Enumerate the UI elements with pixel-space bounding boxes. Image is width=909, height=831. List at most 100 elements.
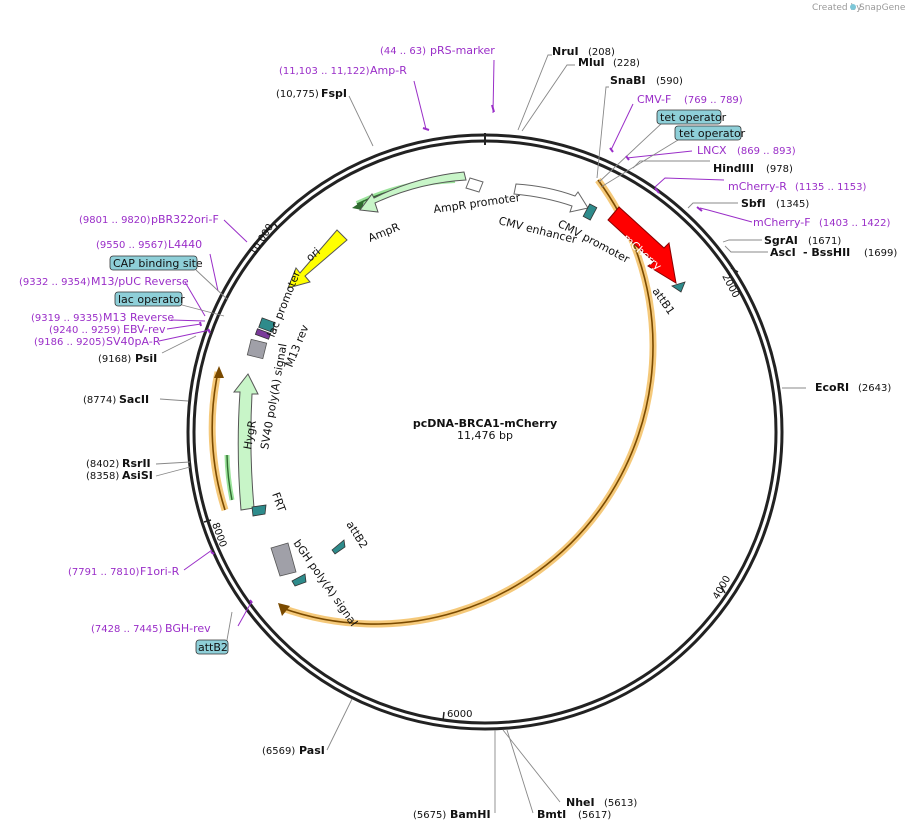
tick-mark-6000 <box>442 711 445 722</box>
lac-operator-box[interactable] <box>114 291 183 307</box>
primer-name-sv40pa-r[interactable]: SV40pA-R <box>106 335 161 348</box>
enzyme-name-nrui[interactable]: NruI <box>552 45 579 58</box>
primer-pos-m13-puc-reverse: (9332 .. 9354) <box>19 277 91 288</box>
primer-pos-prs-marker: (44 .. 63) <box>380 46 426 57</box>
ampr-shape[interactable] <box>359 171 467 213</box>
enzyme-name-hindiii[interactable]: HindIII <box>713 162 754 175</box>
enzyme-name-asisi[interactable]: AsiSI <box>122 469 153 482</box>
tick-mark-8000 <box>203 519 212 523</box>
snapgene-logo-icon <box>850 4 856 10</box>
primer-leader-lines <box>158 59 753 627</box>
enzyme-name-bamhi[interactable]: BamHI <box>450 808 491 821</box>
enzyme-name-mlui[interactable]: MluI <box>578 56 605 69</box>
enzyme-pos-nrui: (208) <box>588 47 615 58</box>
primer-name-ebv-rev[interactable]: EBV-rev <box>123 323 166 336</box>
attb2-inner-label: attB2 <box>343 519 370 551</box>
enzyme-name-snabi[interactable]: SnaBI <box>610 74 646 87</box>
enzyme-pos-psii: (9168) <box>98 354 131 365</box>
enzyme-name-sgrai[interactable]: SgrAI <box>764 234 798 247</box>
primer-name-cmv-f[interactable]: CMV-F <box>637 93 671 106</box>
cap-binding-site-label: CAP binding site <box>113 257 203 270</box>
enzyme-leader-lines <box>155 54 806 814</box>
tick-mark-10000 <box>272 221 279 229</box>
bgh-small-shape[interactable] <box>291 573 307 587</box>
enzyme-name-ecori[interactable]: EcoRI <box>815 381 849 394</box>
tick-label-6000: 6000 <box>447 709 472 720</box>
insert-arc-main-core <box>281 179 654 625</box>
enzyme-name-fspi[interactable]: FspI <box>321 87 347 100</box>
enzyme-pos-ecori: (2643) <box>858 383 891 394</box>
enzyme-pos-mlui: (228) <box>613 58 640 69</box>
sv40-polya-shape[interactable] <box>246 338 268 360</box>
tet-operator-box-1[interactable] <box>656 109 722 125</box>
lac-operator-label: lac operator <box>118 293 185 306</box>
box-leader-lines <box>181 122 679 641</box>
frt-shape[interactable] <box>251 504 267 517</box>
cmv-promoter-shape[interactable] <box>582 203 598 221</box>
primer-name-m13-reverse[interactable]: M13 Reverse <box>103 311 174 324</box>
primer-ticks <box>199 104 703 604</box>
primer-pos-m13-reverse: (9319 .. 9335) <box>31 313 103 324</box>
primer-pos-mcherry-f: (1403 .. 1422) <box>819 218 891 229</box>
primer-pos-mcherry-r: (1135 .. 1153) <box>795 182 867 193</box>
hygr-shape[interactable] <box>232 373 259 511</box>
enzyme-name-asci[interactable]: AscI <box>770 246 796 259</box>
primer-pos-sv40pa-r: (9186 .. 9205) <box>34 337 106 348</box>
plasmid-size: 11,476 bp <box>457 429 513 442</box>
primer-pos-bgh-rev: (7428 .. 7445) <box>91 624 163 635</box>
ampr-promoter-label: AmpR promoter <box>433 191 522 216</box>
enzyme-name-sacii[interactable]: SacII <box>119 393 149 406</box>
m13-rev-shape[interactable] <box>254 328 272 340</box>
primer-name-m13-puc-reverse[interactable]: M13/pUC Reverse <box>91 275 189 288</box>
primer-name-mcherry-f[interactable]: mCherry-F <box>753 216 811 229</box>
mcherry-shape[interactable] <box>607 206 677 284</box>
primer-name-prs-marker[interactable]: pRS-marker <box>430 44 495 57</box>
primer-name-bgh-rev[interactable]: BGH-rev <box>165 622 211 635</box>
enzyme-pos-fspi: (10,775) <box>276 89 319 100</box>
tet-operator-box-2[interactable] <box>674 125 742 141</box>
plasmid-name: pcDNA-BRCA1-mCherry <box>413 417 557 430</box>
tick-mark-4000 <box>720 585 726 594</box>
enzyme-labels: NruI (208) MluI (228) SnaBI (590) HindII… <box>83 45 897 821</box>
primer-name-amp-r[interactable]: Amp-R <box>370 64 407 77</box>
cmv-enhancer-shape[interactable] <box>513 183 589 213</box>
primer-name-pbr322ori-f[interactable]: pBR322ori-F <box>151 213 219 226</box>
primer-pos-pbr322ori-f: (9801 .. 9820) <box>79 215 151 226</box>
primer-pos-lncx: (869 .. 893) <box>737 146 796 157</box>
enzyme-name-sbfi[interactable]: SbfI <box>741 197 766 210</box>
enzyme-pos-nhei: (5613) <box>604 798 637 809</box>
primer-name-mcherry-r[interactable]: mCherry-R <box>728 180 787 193</box>
primer-name-lncx[interactable]: LNCX <box>697 144 727 157</box>
enzyme-pos-sacii: (8774) <box>83 395 116 406</box>
primer-pos-amp-r: (11,103 .. 11,122) <box>279 66 370 77</box>
tet-operator-label-1: tet operator <box>660 111 727 124</box>
attb2-outer-box[interactable] <box>195 639 229 655</box>
primer-name-f1ori-r[interactable]: F1ori-R <box>140 565 180 578</box>
primer-name-l4440[interactable]: L4440 <box>168 238 202 251</box>
ori-shape[interactable] <box>287 229 348 289</box>
attb2-outer-label: attB2 <box>198 641 228 654</box>
primer-labels: (44 .. 63) pRS-marker (11,103 .. 11,122)… <box>19 44 891 635</box>
cap-binding-site-box[interactable] <box>109 255 198 271</box>
boxed-labels: tet operator tet operator CAP binding si… <box>109 109 746 655</box>
enzyme-name-psii[interactable]: PsiI <box>135 352 157 365</box>
ampr-label: AmpR <box>366 220 402 244</box>
ampr-promoter-shape[interactable] <box>465 177 484 193</box>
enzyme-pos-sbfi: (1345) <box>776 199 809 210</box>
enzyme-name-pasi[interactable]: PasI <box>299 744 325 757</box>
enzyme-name-bmti[interactable]: BmtI <box>537 808 566 821</box>
enzyme-name-rsrii[interactable]: RsrII <box>122 457 151 470</box>
tick-label-10000: 10,000 <box>248 222 276 258</box>
enzyme-pos-sgrai: (1671) <box>808 236 841 247</box>
attb2-inner-shape[interactable] <box>331 539 346 555</box>
enzyme-pos-hindiii: (978) <box>766 164 793 175</box>
tick-mark-2000 <box>730 267 739 273</box>
frt-label: FRT <box>269 491 288 514</box>
bgh-polya-shape[interactable] <box>270 542 297 577</box>
attb1-shape[interactable] <box>671 281 686 293</box>
lac-promoter-shape[interactable] <box>258 317 276 333</box>
enzyme-name-bsshii[interactable]: - BssHII <box>803 246 850 259</box>
enzyme-name-nhei[interactable]: NheI <box>566 796 595 809</box>
